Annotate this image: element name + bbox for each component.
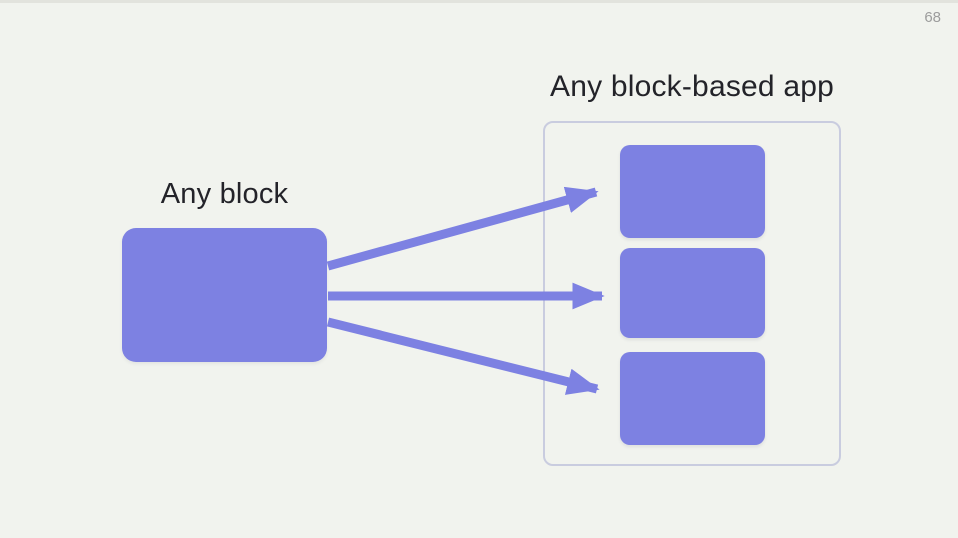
any-block-shape: [122, 228, 327, 362]
slide-page-number: 68: [924, 9, 941, 26]
target-app-title: Any block-based app: [550, 70, 834, 103]
block-based-app-container: [543, 121, 841, 466]
source-block-label: Any block: [160, 178, 289, 210]
app-block-slot-1: [620, 145, 765, 238]
app-block-slot-2: [620, 248, 765, 338]
app-block-slot-3: [620, 352, 765, 445]
slide-top-edge: [0, 0, 958, 3]
